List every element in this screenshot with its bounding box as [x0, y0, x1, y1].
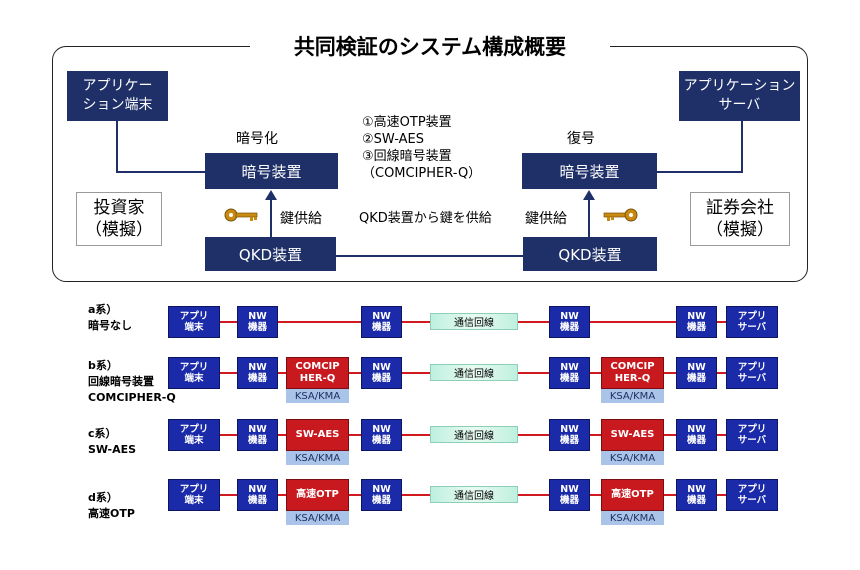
row-a-nw-device-1: NW 機器: [237, 306, 278, 338]
securities-company-box: 証券会社 （模擬）: [690, 192, 790, 246]
app-server-box: アプリケーション サーバ: [679, 71, 800, 121]
row-c-nw-device-2: NW 機器: [361, 419, 402, 451]
row-d-nw-device-2: NW 機器: [361, 479, 402, 511]
investor-box: 投資家 （模擬）: [76, 192, 162, 246]
row-c-ksa-right: KSA/KMA: [601, 451, 664, 465]
row-a-nw-device-2: NW 機器: [361, 306, 402, 338]
row-b-crypto-left: COMCIP HER-Q: [286, 357, 349, 389]
key-icon: [603, 208, 638, 222]
row-c-crypto-left: SW-AES: [286, 419, 349, 451]
row-c-nw-device-3: NW 機器: [549, 419, 590, 451]
app-terminal-box: アプリケー ション端末: [67, 71, 168, 121]
row-b-crypto-right: COMCIP HER-Q: [601, 357, 664, 389]
key-supply-label-left: 鍵供給: [280, 211, 322, 227]
qkd-device-right: QKD装置: [523, 237, 657, 271]
encrypt-label: 暗号化: [236, 131, 278, 147]
row-b-nw-device-1: NW 機器: [237, 357, 278, 389]
row-d-ksa-right: KSA/KMA: [601, 511, 664, 525]
row-b-ksa-left: KSA/KMA: [286, 389, 349, 403]
crypto-devices-list: ①高速OTP装置 ②SW-AES ③回線暗号装置 （COMCIPHER-Q）: [362, 115, 482, 181]
row-c-nw-device-4: NW 機器: [676, 419, 717, 451]
row-a-label: a系） 暗号なし: [88, 303, 132, 332]
key-supply-label-right: 鍵供給: [525, 211, 567, 227]
row-b-nw-device-3: NW 機器: [549, 357, 590, 389]
link-app-server-crypto: [657, 121, 743, 173]
row-c-comm-line: 通信回線: [430, 426, 518, 443]
row-b-comm-line: 通信回線: [430, 364, 518, 381]
arrow-left-head: [265, 190, 277, 200]
row-c-label: c系） SW-AES: [88, 427, 137, 456]
row-d-crypto-left: 高速OTP: [286, 479, 349, 511]
row-c-ksa-left: KSA/KMA: [286, 451, 349, 465]
crypto-device-left: 暗号装置: [205, 153, 338, 189]
crypto-device-right: 暗号装置: [522, 153, 657, 189]
row-d-app-terminal: アプリ 端末: [168, 479, 220, 511]
decrypt-label: 復号: [567, 131, 595, 147]
row-d-nw-device-1: NW 機器: [237, 479, 278, 511]
row-a-app-terminal: アプリ 端末: [168, 306, 220, 338]
row-c-crypto-right: SW-AES: [601, 419, 664, 451]
row-d-crypto-right: 高速OTP: [601, 479, 664, 511]
row-b-app-server: アプリ サーバ: [726, 357, 778, 389]
row-b-ksa-right: KSA/KMA: [601, 389, 664, 403]
row-a-app-server: アプリ サーバ: [726, 306, 778, 338]
link-app-terminal-crypto: [116, 121, 205, 173]
row-b-nw-device-2: NW 機器: [361, 357, 402, 389]
row-a-comm-line: 通信回線: [430, 313, 518, 330]
row-b-nw-device-4: NW 機器: [676, 357, 717, 389]
row-a-nw-device-4: NW 機器: [676, 306, 717, 338]
row-d-ksa-left: KSA/KMA: [286, 511, 349, 525]
key-icon: [224, 208, 258, 222]
row-d-nw-device-4: NW 機器: [676, 479, 717, 511]
row-c-app-server: アプリ サーバ: [726, 419, 778, 451]
row-b-app-terminal: アプリ 端末: [168, 357, 220, 389]
row-c-nw-device-1: NW 機器: [237, 419, 278, 451]
row-a-nw-device-3: NW 機器: [549, 306, 590, 338]
arrow-right-head: [583, 190, 595, 200]
row-d-nw-device-3: NW 機器: [549, 479, 590, 511]
row-c-app-terminal: アプリ 端末: [168, 419, 220, 451]
row-b-label: b系） 回線暗号装置 COMCIPHER-Q: [88, 359, 176, 404]
row-d-app-server: アプリ サーバ: [726, 479, 778, 511]
qkd-supply-note: QKD装置から鍵を供給: [359, 211, 492, 226]
qkd-device-left: QKD装置: [205, 237, 336, 271]
row-d-label: d系） 高速OTP: [88, 491, 135, 520]
page-title: 共同検証のシステム構成概要: [250, 34, 610, 60]
row-d-comm-line: 通信回線: [430, 486, 518, 503]
